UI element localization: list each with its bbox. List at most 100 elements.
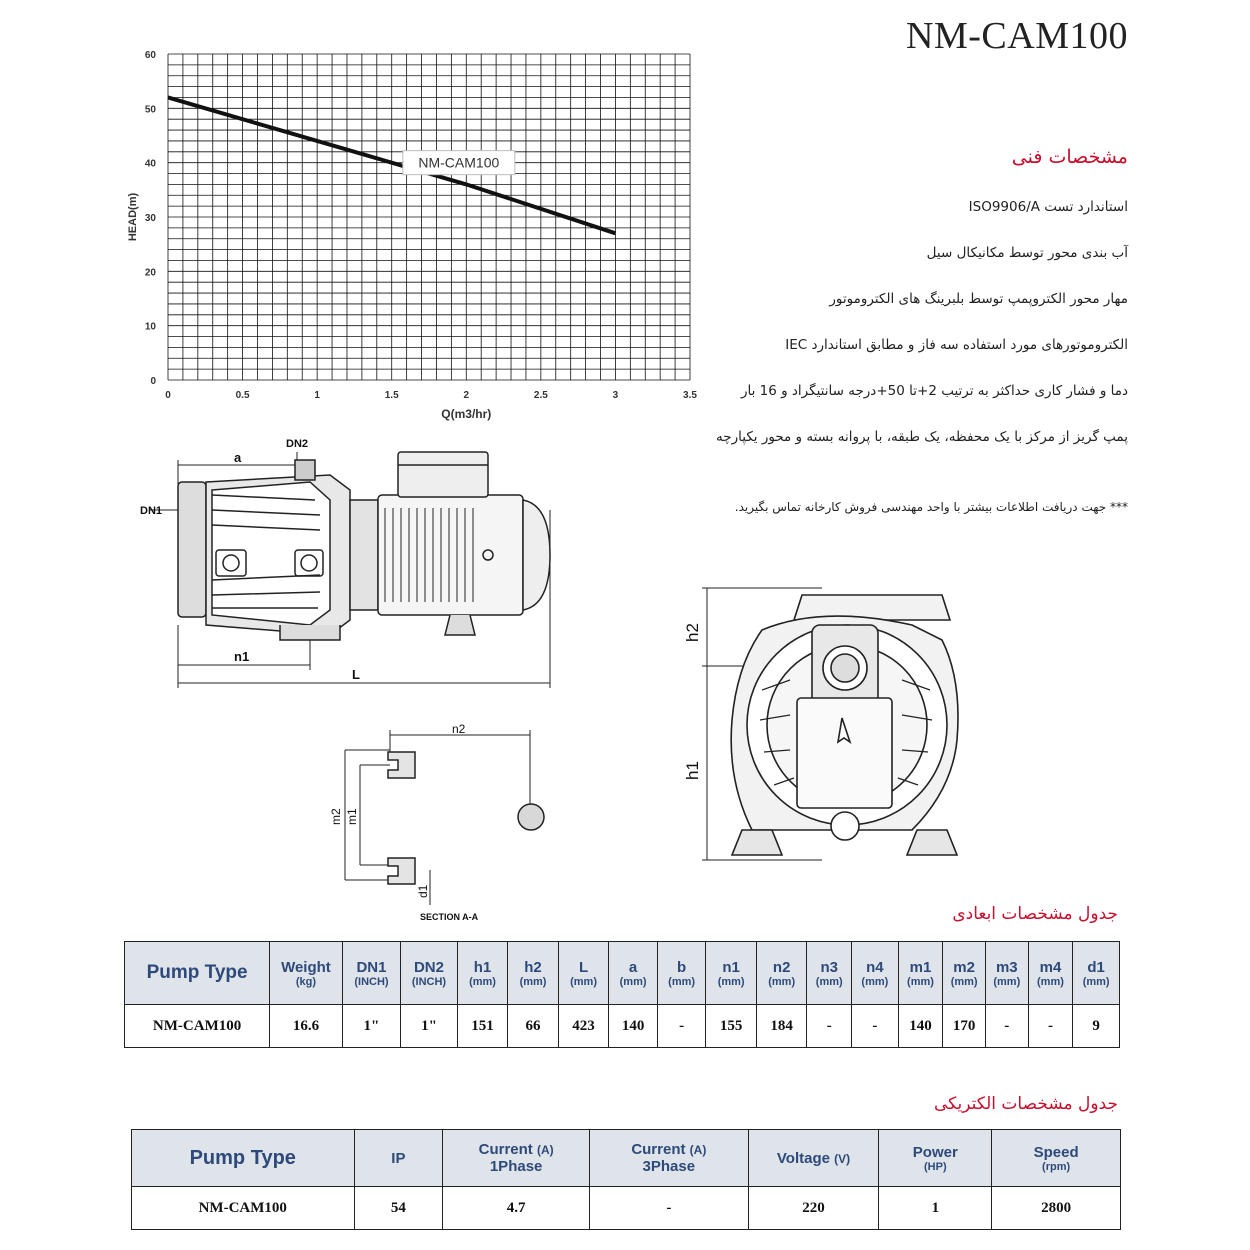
table-cell: 140 <box>897 1004 944 1048</box>
table-cell: - <box>851 1004 899 1048</box>
table-cell: 170 <box>942 1004 986 1048</box>
label-a: a <box>234 450 242 465</box>
table-cell: NM-CAM100 <box>131 1186 355 1230</box>
specs-heading: مشخصات فنی <box>1011 146 1128 168</box>
y-tick-label: 40 <box>145 159 157 170</box>
dim-header-cell: b(mm) <box>656 941 707 1005</box>
series-line <box>167 95 617 236</box>
elec-header-cell: Power(HP) <box>878 1129 993 1187</box>
specs-list: استاندارد تست ISO9906/A آب بندی محور توس… <box>608 196 1128 472</box>
label-d1: d1 <box>416 884 430 898</box>
electrical-table: Pump Type IP Current (A)1Phase Current (… <box>131 1129 1121 1230</box>
y-tick-label: 30 <box>145 213 157 224</box>
label-section: SECTION A-A <box>420 912 479 922</box>
elec-header-cell: IP <box>353 1129 444 1187</box>
pump-side-drawing: DN2 DN1 a n1 L <box>140 438 551 688</box>
x-tick-label: 2.5 <box>534 390 548 401</box>
label-L: L <box>352 667 360 682</box>
x-tick-label: 1 <box>314 390 320 401</box>
spec-item: پمپ گریز از مرکز با یک محفظه، یک طبقه، ب… <box>716 429 1128 445</box>
dim-header-cell: n3(mm) <box>806 941 853 1005</box>
elec-header-cell: Current (A)3Phase <box>588 1129 749 1187</box>
dim-table-header-row: Pump Type Weight(kg) DN1(INCH) DN2(INCH)… <box>123 941 1120 1005</box>
table-cell: 2800 <box>991 1186 1121 1230</box>
section-aa-drawing: n2 m2 m1 d1 SECTION A-A <box>329 722 545 922</box>
x-tick-label: 3.5 <box>683 390 697 401</box>
spec-item: مهار محور الکتروپمپ توسط بلبرینگ های الک… <box>829 291 1128 307</box>
table-cell: 16.6 <box>269 1004 343 1048</box>
elec-table-title: جدول مشخصات الکتریکی <box>933 1094 1118 1114</box>
table-cell: NM-CAM100 <box>123 1004 271 1048</box>
y-axis-label: HEAD(m) <box>127 193 139 242</box>
table-cell: 423 <box>557 1004 610 1048</box>
table-row: NM-CAM100 54 4.7 - 220 1 2800 <box>131 1186 1121 1230</box>
table-cell: - <box>984 1004 1029 1048</box>
elec-header-cell: Pump Type <box>131 1129 355 1187</box>
elec-header-cell: Speed(rpm) <box>991 1129 1121 1187</box>
table-cell: 4.7 <box>442 1186 590 1230</box>
dim-header-cell: m1(mm) <box>897 941 944 1005</box>
dim-header-cell: n4(mm) <box>851 941 899 1005</box>
x-tick-label: 3 <box>613 390 619 401</box>
elec-table-header-row: Pump Type IP Current (A)1Phase Current (… <box>131 1129 1121 1187</box>
dim-header-cell: m2(mm) <box>942 941 986 1005</box>
dim-header-cell: d1(mm) <box>1072 941 1120 1005</box>
y-tick-label: 50 <box>145 104 157 115</box>
series-label: NM-CAM100 <box>418 155 499 171</box>
contact-note: *** جهت دریافت اطلاعات بیشتر با واحد مهن… <box>734 500 1128 514</box>
label-h1: h1 <box>683 761 702 780</box>
label-dn1: DN1 <box>140 505 162 517</box>
table-cell: - <box>588 1186 749 1230</box>
spec-item: دما و فشار کاری حداکثر به ترتیب 2+تا 50+… <box>740 383 1128 399</box>
table-cell: 155 <box>705 1004 757 1048</box>
series-label-box <box>402 150 516 176</box>
x-tick-label: 0.5 <box>236 390 250 401</box>
spec-item: الکتروموتورهای مورد استفاده سه فاز و مطا… <box>785 337 1128 353</box>
table-cell: - <box>806 1004 853 1048</box>
table-cell: 151 <box>456 1004 509 1048</box>
table-cell: 220 <box>747 1186 880 1230</box>
table-row: NM-CAM100 16.6 1" 1" 151 66 423 140 - 15… <box>123 1004 1120 1048</box>
label-dn2: DN2 <box>286 438 308 450</box>
label-n1: n1 <box>234 649 249 664</box>
dim-header-cell: h1(mm) <box>456 941 509 1005</box>
dimension-table: Pump Type Weight(kg) DN1(INCH) DN2(INCH)… <box>123 941 1120 1048</box>
table-cell: 54 <box>353 1186 444 1230</box>
table-cell: 1" <box>400 1004 458 1048</box>
dim-header-cell: DN1(INCH) <box>341 941 402 1005</box>
label-m1: m1 <box>345 808 359 825</box>
dim-header-cell: m3(mm) <box>984 941 1029 1005</box>
dim-header-cell: Weight(kg) <box>269 941 343 1005</box>
elec-header-cell: Voltage (V) <box>747 1129 880 1187</box>
table-cell: 184 <box>755 1004 808 1048</box>
dim-header-cell: n1(mm) <box>705 941 757 1005</box>
table-cell: 1" <box>341 1004 402 1048</box>
table-cell: 66 <box>507 1004 559 1048</box>
spec-item: آب بندی محور توسط مکانیکال سیل <box>926 245 1128 261</box>
dim-header-cell: Pump Type <box>123 941 271 1005</box>
label-m2: m2 <box>329 808 343 825</box>
label-n2: n2 <box>452 722 466 736</box>
x-tick-label: 1.5 <box>385 390 399 401</box>
x-axis-label: Q(m3/hr) <box>441 407 491 421</box>
label-h2: h2 <box>683 623 702 642</box>
dim-header-cell: n2(mm) <box>755 941 808 1005</box>
dim-header-cell: DN2(INCH) <box>400 941 458 1005</box>
table-cell: 1 <box>878 1186 993 1230</box>
x-tick-label: 0 <box>165 390 171 401</box>
y-tick-label: 20 <box>145 267 157 278</box>
table-cell: 9 <box>1072 1004 1120 1048</box>
table-cell: - <box>1027 1004 1074 1048</box>
dim-header-cell: L(mm) <box>557 941 610 1005</box>
dim-table-title: جدول مشخصات ابعادی <box>952 904 1118 924</box>
page-title: NM-CAM100 <box>906 15 1128 57</box>
y-tick-label: 10 <box>145 322 157 333</box>
dim-header-cell: m4(mm) <box>1027 941 1074 1005</box>
dim-header-cell: h2(mm) <box>507 941 559 1005</box>
dim-header-cell: a(mm) <box>608 941 658 1005</box>
table-cell: 140 <box>608 1004 658 1048</box>
y-tick-label: 0 <box>150 376 156 387</box>
spec-item: استاندارد تست ISO9906/A <box>968 199 1128 215</box>
pump-front-drawing: h2 h1 <box>683 587 959 861</box>
